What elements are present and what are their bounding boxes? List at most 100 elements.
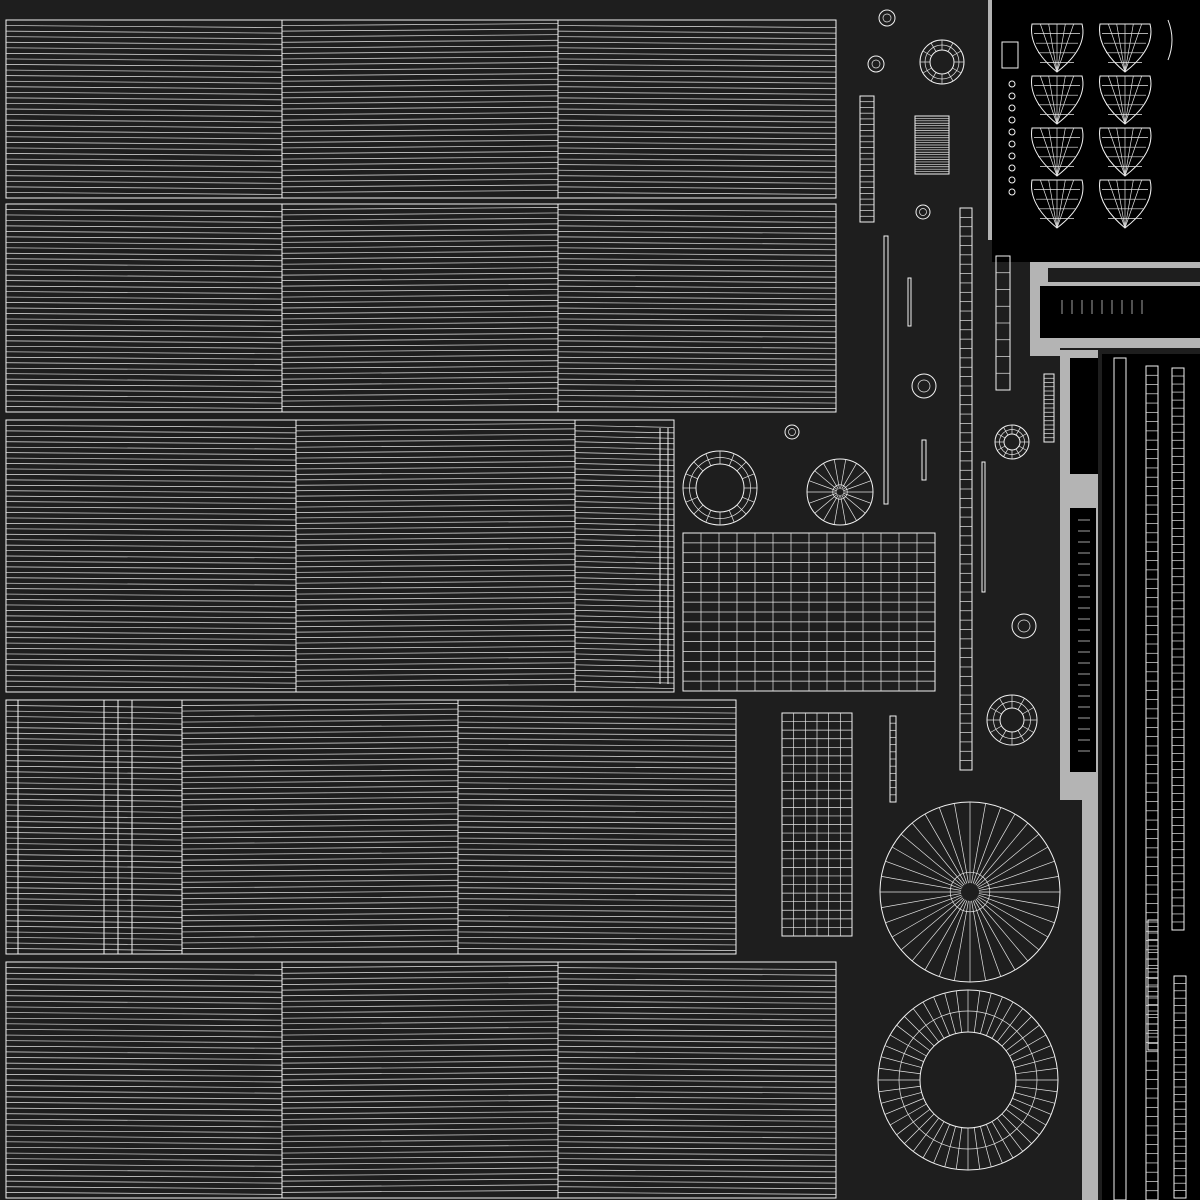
- small-circle: [784, 424, 800, 440]
- plank-line: [281, 1083, 559, 1086]
- plank-line: [574, 604, 675, 608]
- plank-line: [5, 153, 283, 156]
- strip-border: [981, 461, 986, 593]
- plank-line: [295, 499, 576, 502]
- plank-line: [5, 1040, 283, 1044]
- plank-line: [557, 1096, 837, 1100]
- plank-line: [281, 1190, 559, 1193]
- plank-line: [281, 998, 559, 1002]
- plank-line: [181, 769, 459, 773]
- strip-border: [907, 277, 912, 327]
- plank-line: [574, 653, 675, 657]
- circle-spoke: [842, 492, 872, 504]
- circle-spoke: [997, 445, 1006, 451]
- strip-islands: [859, 95, 1187, 1200]
- plank-line: [5, 345, 283, 349]
- circle-spoke: [933, 1124, 950, 1164]
- plank-line: [281, 982, 559, 985]
- plank-line: [5, 832, 183, 835]
- circle-spoke: [938, 900, 968, 977]
- plank-group-2: [5, 203, 837, 413]
- cone-rib: [1048, 179, 1058, 229]
- plank-line: [181, 725, 459, 728]
- circle-spoke: [1015, 1067, 1058, 1075]
- plank-group-3: [5, 419, 675, 693]
- circle-spoke: [881, 893, 962, 908]
- circle-spoke: [930, 42, 937, 52]
- plank-line: [181, 935, 459, 938]
- small-circle: [878, 9, 896, 27]
- plank-line: [574, 555, 675, 559]
- plank-line: [295, 428, 576, 432]
- plank-line: [295, 488, 576, 492]
- plank-line: [5, 620, 297, 624]
- plank-line: [181, 852, 459, 855]
- cone-rib: [1116, 179, 1126, 229]
- circle-spoke: [728, 510, 735, 523]
- circle-spoke: [1015, 1085, 1058, 1093]
- plank-line: [574, 642, 675, 646]
- plank-line: [557, 307, 837, 311]
- circle-spoke: [924, 899, 966, 971]
- plank-line: [281, 1015, 559, 1019]
- plank-line: [5, 787, 183, 791]
- plank-line: [281, 28, 559, 32]
- circle-spoke: [978, 860, 1055, 890]
- plank-line: [281, 56, 559, 60]
- plank-line: [281, 134, 559, 138]
- circle-spoke: [808, 480, 838, 492]
- plank-line: [5, 291, 283, 294]
- plank-line: [5, 169, 283, 173]
- plank-line: [557, 142, 837, 145]
- plank-line: [295, 580, 576, 584]
- strip-island: [1043, 373, 1055, 443]
- cone-rib: [1116, 75, 1126, 125]
- plank-line: [557, 41, 837, 45]
- plank-line: [557, 1034, 837, 1038]
- plank-line: [5, 942, 183, 946]
- dot-island: [1008, 188, 1016, 196]
- plank-line: [557, 30, 837, 34]
- circle-spoke: [978, 893, 1059, 908]
- plank-line: [557, 373, 837, 377]
- plank-line: [281, 970, 559, 974]
- plank-line: [557, 395, 837, 398]
- plank-line: [5, 307, 283, 311]
- circle-spoke: [996, 1117, 1024, 1152]
- circle-spoke: [881, 876, 962, 891]
- plank-line: [5, 793, 183, 797]
- plank-line: [5, 263, 283, 267]
- plank-line: [557, 263, 837, 267]
- plank-line: [457, 765, 737, 769]
- circle-spoke: [685, 473, 698, 480]
- plank-line: [5, 1079, 283, 1083]
- plank-line: [5, 648, 297, 651]
- plank-line: [5, 533, 297, 537]
- plank-line: [5, 302, 283, 305]
- plank-line: [281, 349, 559, 353]
- plank-line: [281, 1004, 559, 1008]
- plank-line: [5, 593, 297, 597]
- plank-line: [5, 599, 297, 602]
- plank-line: [281, 387, 559, 391]
- plank-line: [574, 446, 675, 450]
- plank-line: [281, 1032, 559, 1036]
- plank-line: [281, 67, 559, 71]
- ring-medium: [682, 450, 758, 526]
- plank-line: [557, 86, 837, 90]
- plank-line: [181, 918, 459, 922]
- plank-line: [5, 978, 283, 982]
- plank-line: [557, 153, 837, 156]
- plank-line: [281, 123, 559, 127]
- plank-line: [281, 382, 559, 385]
- plank-line: [5, 659, 297, 662]
- plank-line: [557, 209, 837, 212]
- cone-island: [1031, 179, 1084, 229]
- plank-line: [557, 1192, 837, 1195]
- plank-line: [295, 493, 576, 497]
- circle-spoke: [999, 730, 1007, 742]
- plank-line: [181, 730, 459, 734]
- plank-line: [5, 887, 183, 891]
- plank-line: [557, 967, 837, 970]
- plank-line: [557, 1045, 837, 1049]
